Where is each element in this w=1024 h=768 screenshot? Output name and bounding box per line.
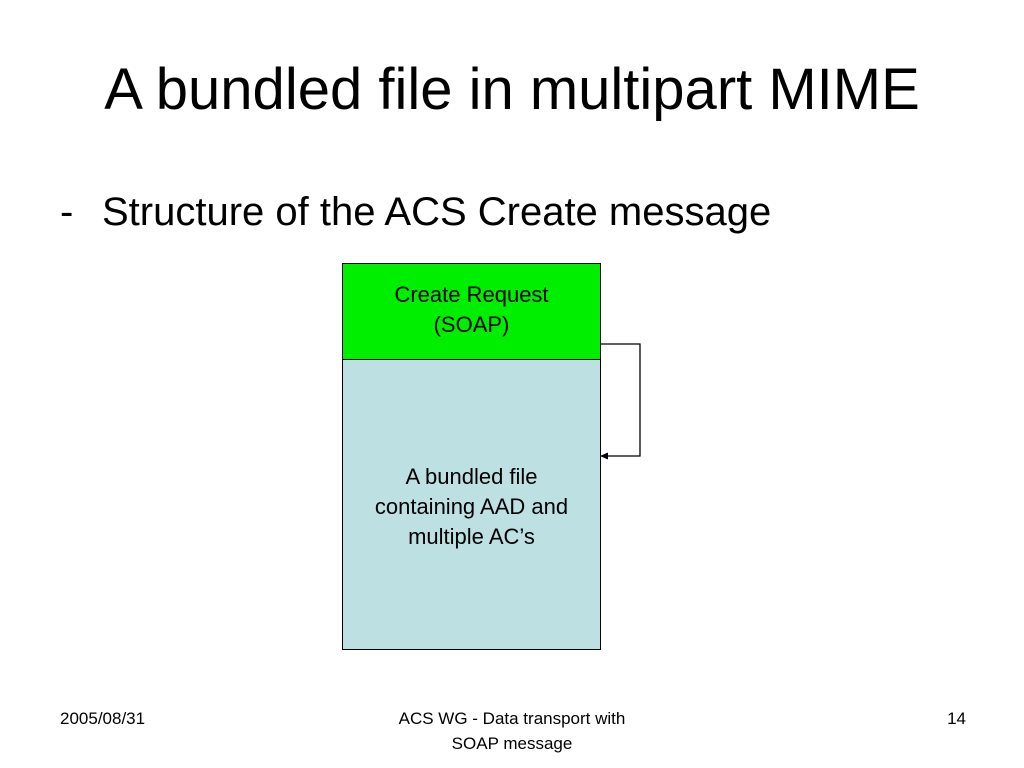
bullet-item: -Structure of the ACS Create message [60,190,771,234]
create-request-box: Create Request (SOAP) [342,263,601,360]
bundled-file-label-line: multiple AC’s [408,523,535,549]
bullet-marker: - [60,190,74,234]
create-request-label: Create Request (SOAP) [394,280,548,340]
footer-date: 2005/08/31 [60,709,146,728]
bundled-file-label-line: containing AAD and [374,493,569,519]
create-request-label-line: (SOAP) [433,311,510,337]
connector-line [601,343,641,457]
footer-caption: ACS WG - Data transport with SOAP messag… [362,706,662,756]
arrowhead-icon [600,452,608,460]
page-number: 14 [947,709,966,728]
slide-title: A bundled file in multipart MIME [104,57,920,122]
bundled-file-label: A bundled file containing AAD and multip… [375,462,568,552]
reference-arrow [600,343,641,460]
footer-caption-line: SOAP message [451,734,573,753]
footer-caption-line: ACS WG - Data transport with [398,709,626,728]
bundled-file-box: A bundled file containing AAD and multip… [342,359,601,650]
bullet-text: Structure of the ACS Create message [102,190,772,234]
create-request-label-line: Create Request [394,281,549,307]
bundled-file-label-line: A bundled file [405,463,538,489]
